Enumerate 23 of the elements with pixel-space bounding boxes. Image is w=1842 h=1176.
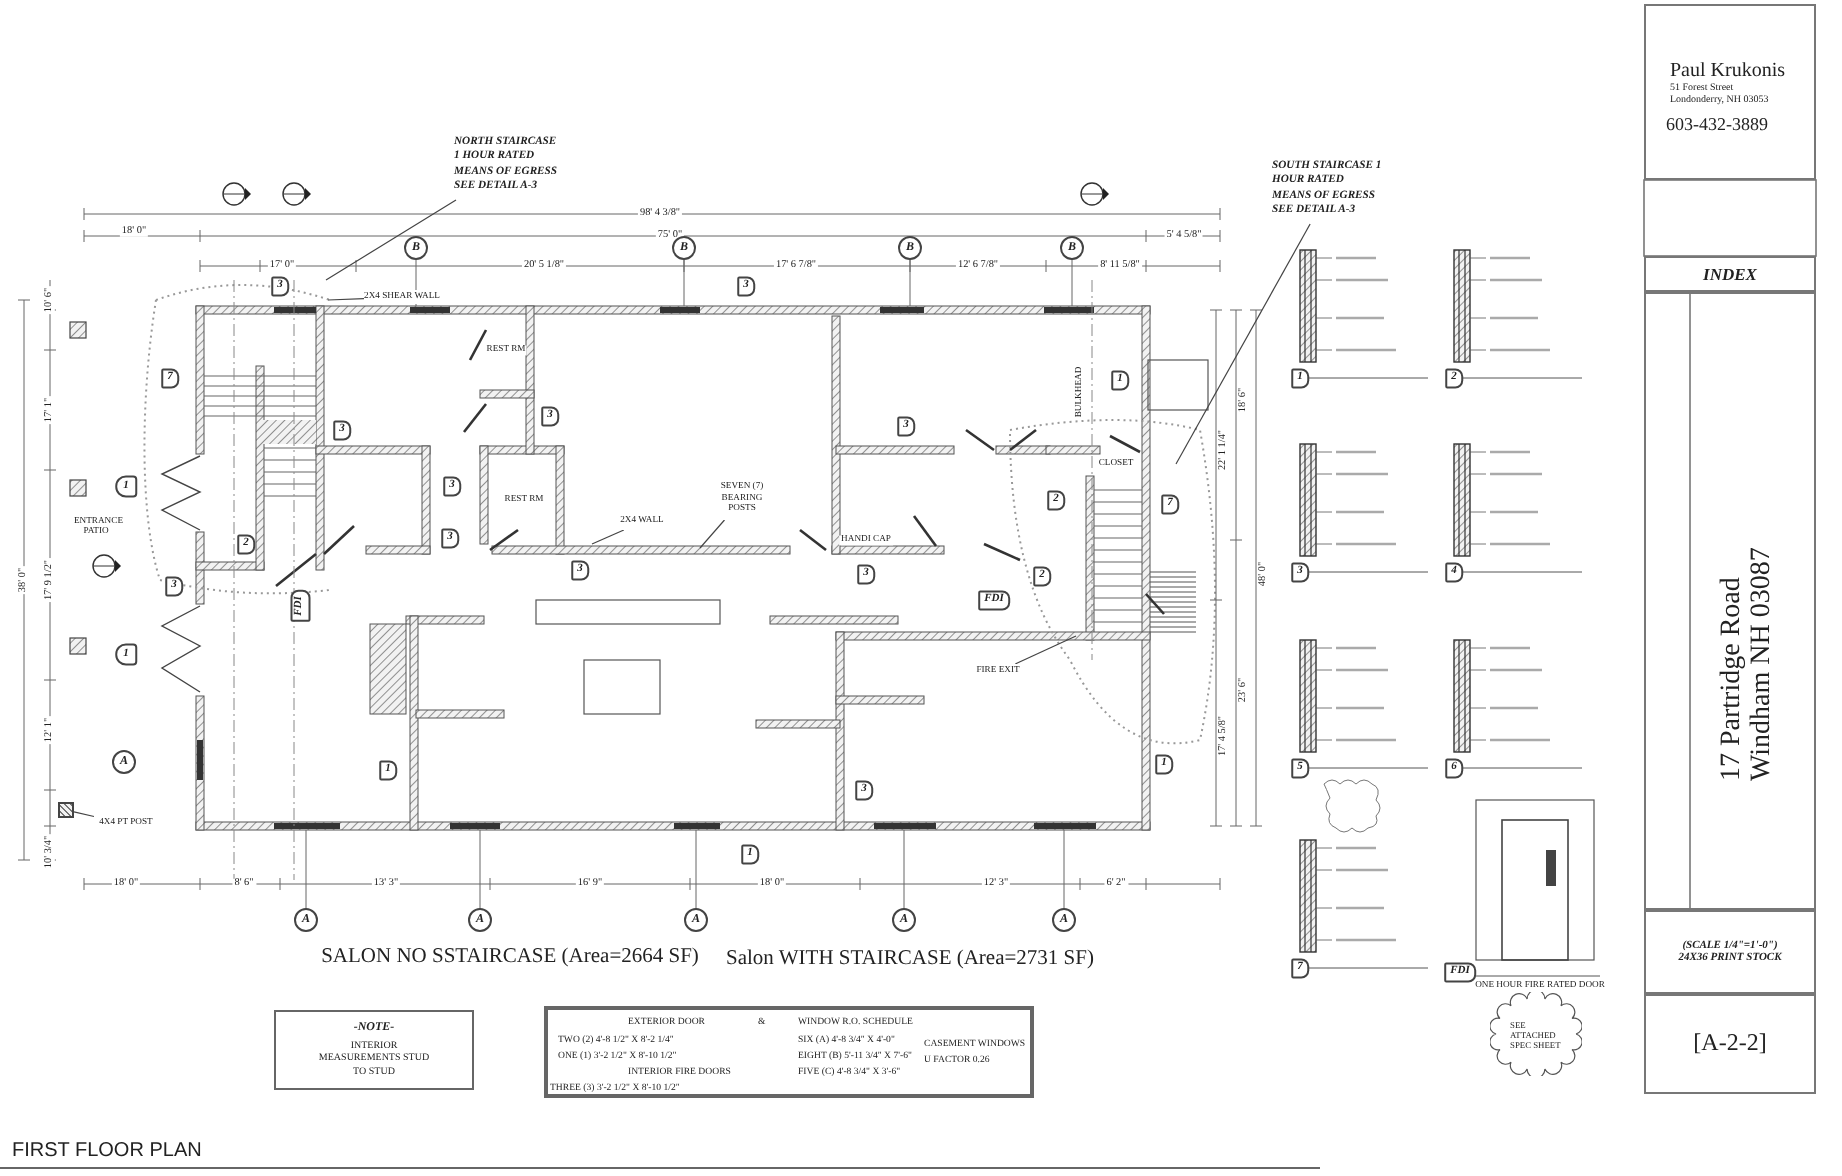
leader-line — [591, 529, 625, 545]
area-caption: SALON NO SSTAIRCASE (Area=2664 SF) — [321, 947, 699, 969]
sheet-number: [A-2-2] — [1693, 1028, 1767, 1058]
schedule-table — [544, 1006, 1034, 1098]
title-block-cell: INDEX — [1644, 256, 1816, 292]
title-block-cell — [1644, 4, 1816, 180]
address-text: 17 Partridge Road — [1718, 576, 1748, 780]
note-box — [274, 1010, 474, 1090]
post-icon — [58, 802, 74, 818]
leader-line — [325, 199, 457, 281]
leader-line — [1175, 223, 1311, 465]
address-text: Windham NH 03087 — [1747, 546, 1777, 780]
title-block-text: 603-432-3889 — [1666, 114, 1770, 134]
title-block-cell — [1644, 994, 1816, 1094]
area-caption: Salon WITH STAIRCASE (Area=2731 SF) — [726, 949, 1094, 971]
leader-line — [699, 519, 726, 549]
leader-line — [73, 811, 95, 818]
title-block-text: Paul Krukonis — [1670, 60, 1787, 82]
leader-line — [1014, 635, 1077, 665]
drawing-title: FIRST FLOOR PLAN — [12, 1140, 202, 1162]
leader-line — [327, 297, 365, 301]
title-block-cell — [1644, 292, 1816, 910]
title-block-cell — [1644, 910, 1816, 994]
